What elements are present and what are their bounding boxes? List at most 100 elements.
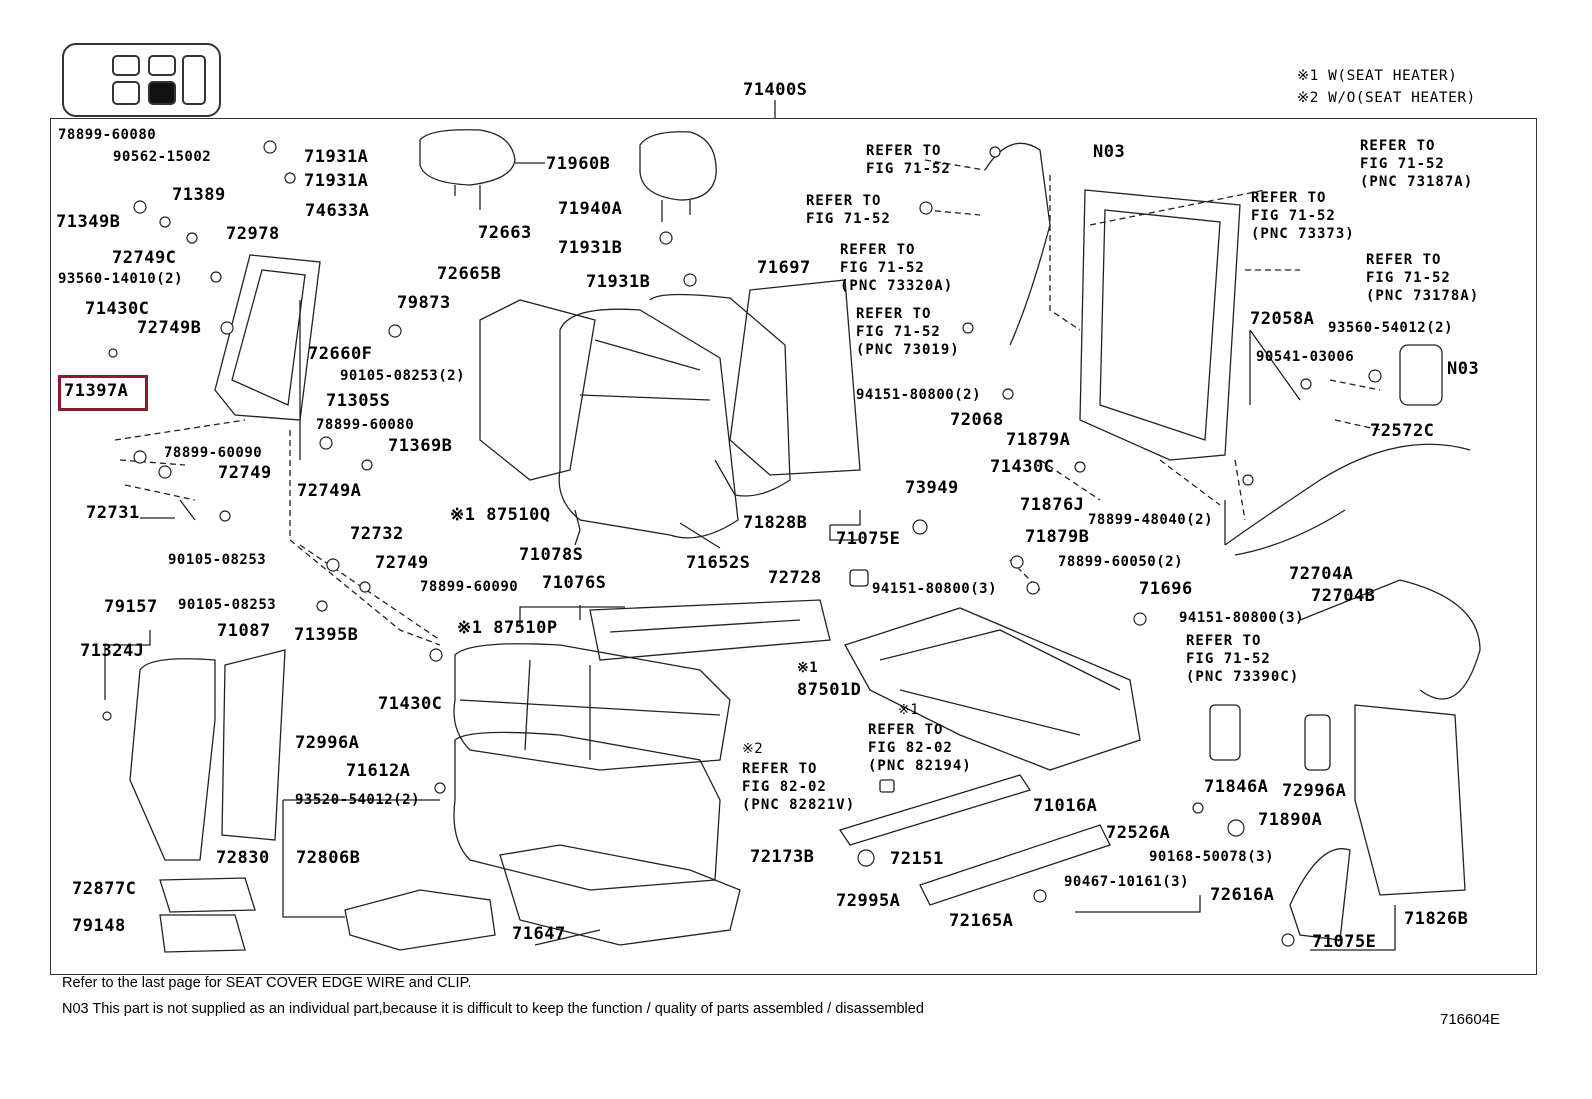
part-label[interactable]: 72660F: [308, 344, 373, 364]
part-label[interactable]: 71430C: [85, 299, 150, 319]
part-label[interactable]: 71395B: [294, 625, 359, 645]
part-label[interactable]: 71430C: [378, 694, 443, 714]
part-label[interactable]: 79148: [72, 916, 126, 936]
part-label[interactable]: 93560-14010(2): [58, 271, 184, 287]
part-label[interactable]: 71652S: [686, 553, 751, 573]
part-label[interactable]: N03: [1447, 359, 1480, 379]
part-label[interactable]: 71890A: [1258, 810, 1323, 830]
part-label-selected[interactable]: 71397A: [64, 381, 129, 401]
part-label[interactable]: 74633A: [305, 201, 370, 221]
part-label[interactable]: 72704A: [1289, 564, 1354, 584]
part-label[interactable]: 72732: [350, 524, 404, 544]
part-label[interactable]: 71389: [172, 185, 226, 205]
part-label[interactable]: 72731: [86, 503, 140, 523]
part-label[interactable]: 78899-60080: [58, 127, 157, 143]
part-label[interactable]: 72749: [375, 553, 429, 573]
part-label[interactable]: 78899-60080: [316, 417, 415, 433]
part-label[interactable]: 78899-60090: [164, 445, 263, 461]
part-label[interactable]: 72151: [890, 849, 944, 869]
part-label[interactable]: 71931B: [558, 238, 623, 258]
part-label[interactable]: 72996A: [295, 733, 360, 753]
part-label[interactable]: ※1 87510Q: [450, 505, 551, 525]
part-label[interactable]: 90467-10161(3): [1064, 874, 1190, 890]
part-label[interactable]: 71647: [512, 924, 566, 944]
part-label[interactable]: 71305S: [326, 391, 391, 411]
part-label[interactable]: 71931A: [304, 171, 369, 191]
part-label[interactable]: 90562-15002: [113, 149, 212, 165]
part-label[interactable]: ※1 87510P: [457, 618, 558, 638]
part-label[interactable]: 94151-80800(2): [856, 387, 982, 403]
part-label[interactable]: 94151-80800(3): [872, 581, 998, 597]
part-label[interactable]: 71016A: [1033, 796, 1098, 816]
part-label[interactable]: 72728: [768, 568, 822, 588]
part-label[interactable]: 90105-08253: [168, 552, 267, 568]
part-label[interactable]: 71078S: [519, 545, 584, 565]
part-label[interactable]: 71369B: [388, 436, 453, 456]
part-label[interactable]: N03: [1093, 142, 1126, 162]
part-label[interactable]: 72526A: [1106, 823, 1171, 843]
part-label[interactable]: 87501D: [797, 680, 862, 700]
part-label[interactable]: 71826B: [1404, 909, 1469, 929]
part-label[interactable]: 71879B: [1025, 527, 1090, 547]
part-label[interactable]: 93560-54012(2): [1328, 320, 1454, 336]
part-label[interactable]: 90105-08253(2): [340, 368, 466, 384]
part-label[interactable]: 72616A: [1210, 885, 1275, 905]
part-label[interactable]: 78899-60090: [420, 579, 519, 595]
part-label[interactable]: 71696: [1139, 579, 1193, 599]
part-label[interactable]: 71697: [757, 258, 811, 278]
part-label[interactable]: 71846A: [1204, 777, 1269, 797]
part-label[interactable]: 71828B: [743, 513, 808, 533]
part-label[interactable]: 79157: [104, 597, 158, 617]
part-label[interactable]: 71876J: [1020, 495, 1085, 515]
part-label[interactable]: 78899-60050(2): [1058, 554, 1184, 570]
part-label[interactable]: 71931A: [304, 147, 369, 167]
part-label[interactable]: 72704B: [1311, 586, 1376, 606]
part-label[interactable]: 71349B: [56, 212, 121, 232]
part-label[interactable]: 78899-48040(2): [1088, 512, 1214, 528]
part-label[interactable]: 72058A: [1250, 309, 1315, 329]
part-label[interactable]: 90105-08253: [178, 597, 277, 613]
part-label[interactable]: 90541-03006: [1256, 349, 1355, 365]
part-label[interactable]: 72663: [478, 223, 532, 243]
part-label[interactable]: 72665B: [437, 264, 502, 284]
part-label[interactable]: 71087: [217, 621, 271, 641]
part-label[interactable]: 71076S: [542, 573, 607, 593]
part-label[interactable]: 72995A: [836, 891, 901, 911]
part-label[interactable]: 72749: [218, 463, 272, 483]
part-label[interactable]: 71612A: [346, 761, 411, 781]
part-label[interactable]: 72806B: [296, 848, 361, 868]
part-label[interactable]: 72749C: [112, 248, 177, 268]
part-label[interactable]: 72996A: [1282, 781, 1347, 801]
part-label[interactable]: 72572C: [1370, 421, 1435, 441]
part-label[interactable]: 93520-54012(2): [295, 792, 421, 808]
part-label[interactable]: 71960B: [546, 154, 611, 174]
part-label[interactable]: 71324J: [80, 641, 145, 661]
part-label[interactable]: 71931B: [586, 272, 651, 292]
part-label[interactable]: 71430C: [990, 457, 1055, 477]
part-label[interactable]: 90168-50078(3): [1149, 849, 1275, 865]
part-label[interactable]: 71075E: [1312, 932, 1377, 952]
part-label[interactable]: 71075E: [836, 529, 901, 549]
part-label[interactable]: 72165A: [949, 911, 1014, 931]
part-label[interactable]: 72978: [226, 224, 280, 244]
part-label[interactable]: 73949: [905, 478, 959, 498]
part-label[interactable]: 72749B: [137, 318, 202, 338]
part-label[interactable]: 72830: [216, 848, 270, 868]
part-label[interactable]: 94151-80800(3): [1179, 610, 1305, 626]
part-label[interactable]: 72173B: [750, 847, 815, 867]
part-label[interactable]: 72068: [950, 410, 1004, 430]
part-label[interactable]: 79873: [397, 293, 451, 313]
part-label[interactable]: 72749A: [297, 481, 362, 501]
part-label[interactable]: 72877C: [72, 879, 137, 899]
part-label[interactable]: 71940A: [558, 199, 623, 219]
